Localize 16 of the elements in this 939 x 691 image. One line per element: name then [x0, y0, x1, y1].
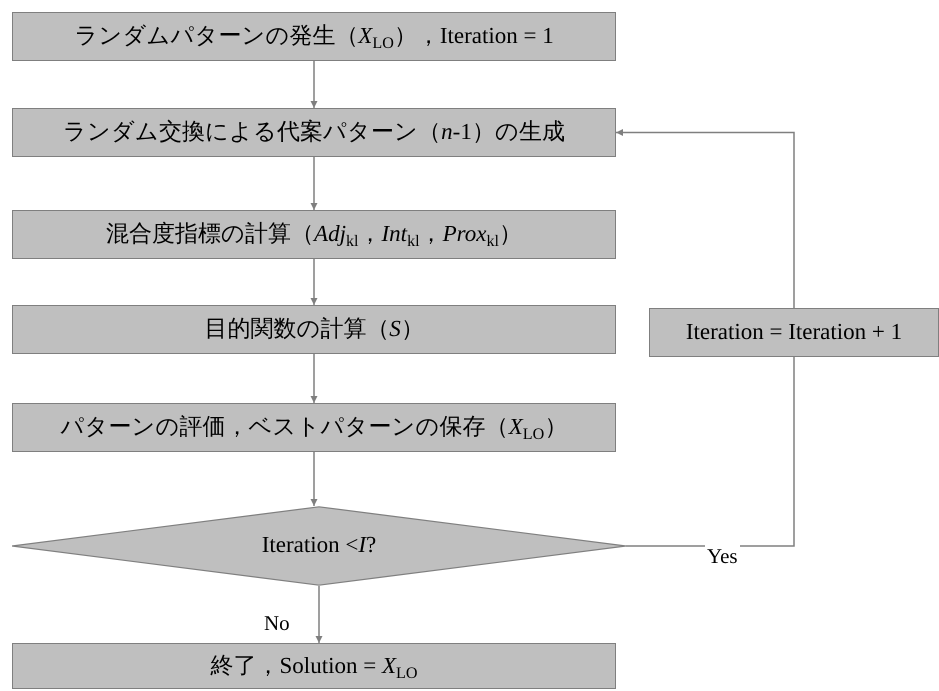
process-box: 混合度指標の計算（Adj$_{kl}$，Int$_{kl}$，Prox$_{kl}$） — [12, 210, 616, 259]
arrow — [310, 354, 318, 403]
process-box: パターンの評価，ベストパターンの保存（X$_{LO}$） — [12, 403, 616, 452]
process-box: 終了，Solution = X$_{LO}$ — [12, 643, 616, 689]
arrow — [310, 259, 318, 305]
decision-diamond: Iteration <I? — [12, 506, 626, 586]
arrow — [616, 129, 795, 308]
process-box: ランダムパターンの発生（X$_{LO}$），Iteration = 1 — [12, 12, 616, 61]
arrow — [316, 586, 322, 643]
process-box: Iteration = Iteration + 1 — [649, 308, 939, 357]
arrow — [310, 157, 318, 210]
connector-line — [626, 357, 795, 547]
arrow — [310, 61, 318, 108]
arrow — [310, 452, 318, 506]
process-box: ランダム交換による代案パターン（n-1）の生成 — [12, 108, 616, 157]
process-box: 目的関数の計算（S） — [12, 305, 616, 354]
